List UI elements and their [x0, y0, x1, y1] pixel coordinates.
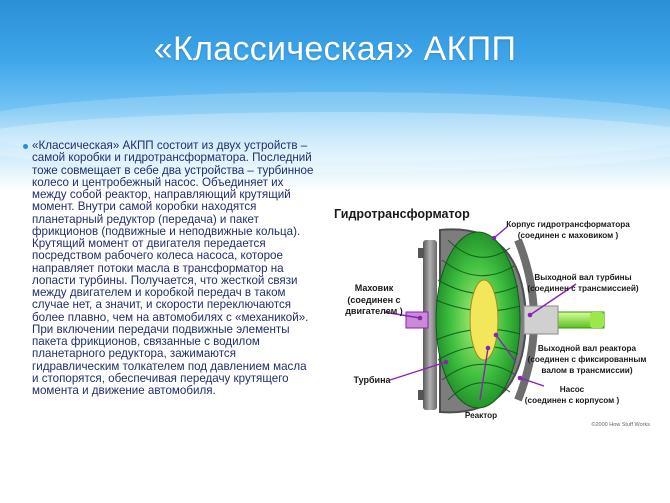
reactor-shaft-label-line: Выходной вал реактора	[537, 344, 637, 353]
header-wave	[0, 112, 670, 172]
diagram-title: Гидротрансформатор	[334, 207, 470, 221]
slide-title: «Классическая» АКПП	[153, 30, 517, 68]
housing-label: Корпус гидротрансформатора (соединен с м…	[478, 219, 658, 241]
body-paragraph: «Классическая» АКПП состоит из двух устр…	[32, 139, 314, 397]
reactor-shaft-label-line: валом в трансмиссии)	[541, 366, 633, 375]
reactor-label: Реактор	[464, 411, 498, 420]
flywheel-label-line: двигателем )	[345, 306, 403, 316]
flywheel-label-line: Маховик	[354, 283, 394, 293]
flywheel-label-line: (соединен с	[347, 294, 401, 305]
bullet-icon	[23, 144, 28, 149]
turbine-shaft-label-line: (соединен с трансмиссией)	[527, 284, 639, 293]
pump-label: Насос (соединен с корпусом )	[512, 384, 632, 406]
turbine-shaft-label-line: Выходной вал турбины	[534, 273, 632, 282]
reactor-shaft-label: Выходной вал реактора (соединен с фиксир…	[512, 343, 662, 376]
turbine-shaft-label: Выходной вал турбины (соединен с трансми…	[508, 272, 658, 294]
flywheel-plate	[423, 240, 437, 410]
housing-label-line: Корпус гидротрансформатора	[506, 220, 630, 229]
pump-label-line: Насос	[559, 385, 585, 394]
torque-converter-illustration	[383, 225, 605, 414]
reactor-shaft-label-line: (соединен с фиксированным	[527, 355, 647, 364]
flywheel-label: Маховик (соединен с двигателем )	[330, 283, 418, 318]
copyright-text: ©2000 How Stuff Works	[591, 422, 650, 428]
pump-label-line: (соединен с корпусом )	[524, 396, 620, 405]
torque-converter-diagram: Гидротрансформатор Корпус гидротрансформ…	[328, 200, 664, 440]
turbine-label: Турбина	[353, 375, 391, 385]
header-wave	[0, 92, 670, 162]
body-text-block: «Классическая» АКПП состоит из двух устр…	[23, 139, 314, 397]
housing-label-line: (соединен с маховиком )	[517, 231, 619, 240]
